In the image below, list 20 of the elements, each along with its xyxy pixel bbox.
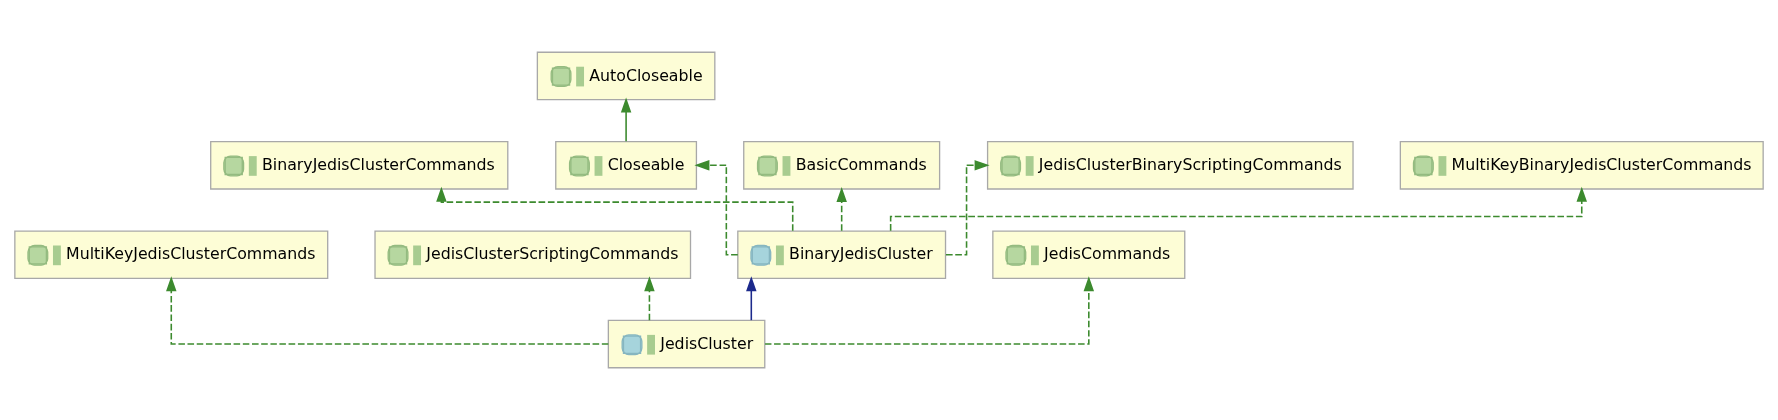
node-box: AutoCloseable [536, 51, 716, 101]
node-box: BinaryJedisClusterCommands [210, 141, 509, 190]
node-box: MultiKeyJedisClusterCommands [14, 230, 329, 279]
arrow [764, 276, 1095, 345]
node-box: JedisCommands [992, 230, 1186, 279]
node-box: JedisCluster [607, 319, 766, 369]
node-box: JedisClusterScriptingCommands [374, 230, 692, 279]
arrow [836, 186, 847, 232]
node-box: Closeable [555, 141, 698, 190]
arrow [694, 160, 739, 256]
node-box: JedisClusterBinaryScriptingCommands [986, 141, 1354, 190]
arrow [436, 186, 794, 232]
arrow [166, 276, 610, 345]
arrow [945, 160, 990, 256]
node-box: BasicCommands [743, 141, 941, 190]
node-box: BinaryJedisCluster [737, 230, 947, 279]
arrow [620, 97, 632, 143]
arrow [746, 276, 757, 321]
node-box: MultiKeyBinaryJedisClusterCommands [1399, 141, 1764, 190]
arrow [644, 276, 655, 321]
